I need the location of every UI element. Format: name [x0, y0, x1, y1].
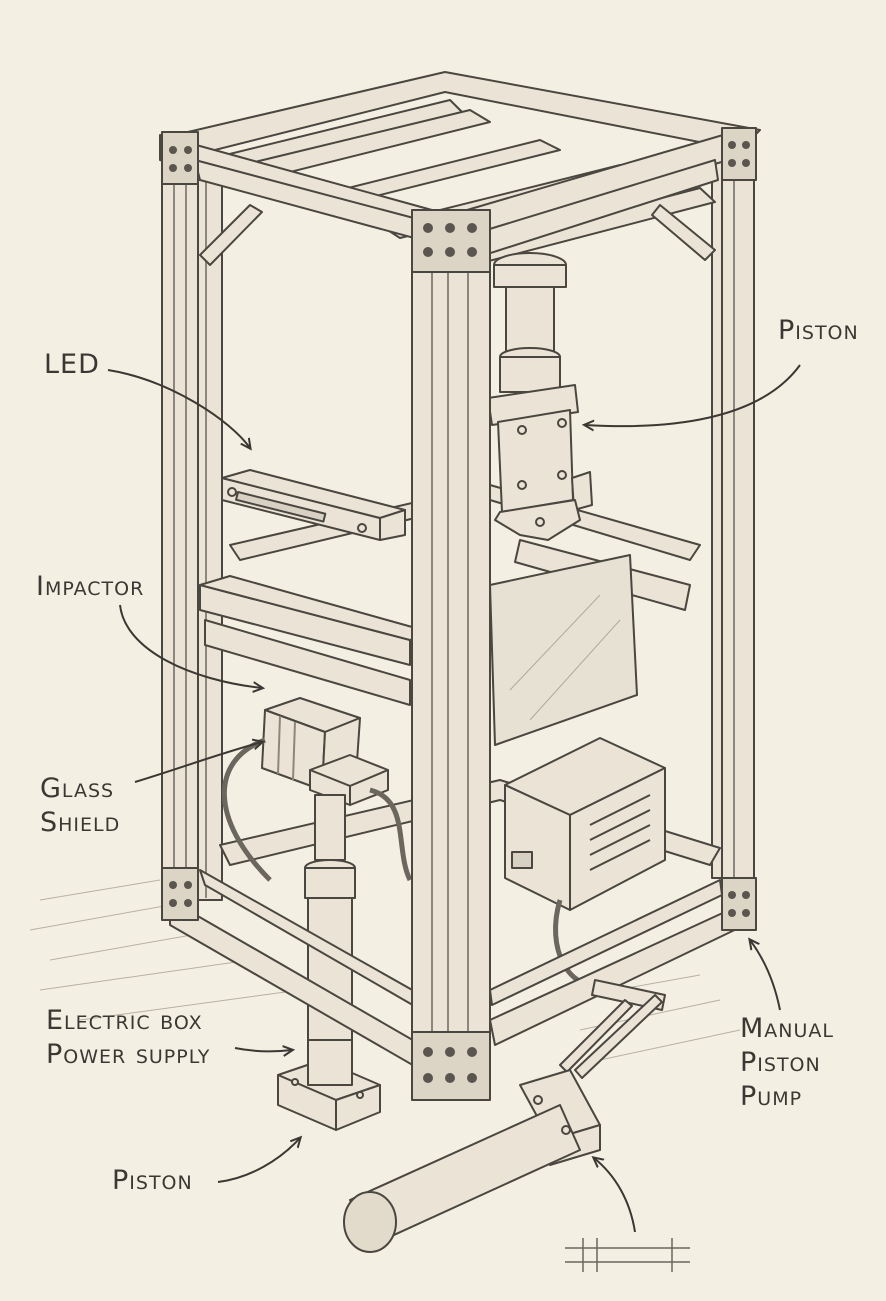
glass-shield [489, 554, 638, 746]
label-manual-piston-pump: Manual Piston Pump [740, 1013, 834, 1112]
bottom-front-rails [169, 869, 746, 1076]
label-glass-shield: Glass Shield [40, 773, 121, 838]
arrow-led [107, 369, 250, 448]
manual-pump [343, 979, 666, 1253]
leader-arrows [107, 364, 801, 1233]
front-left-post [161, 139, 199, 911]
front-center-post [411, 214, 491, 1046]
arrow-piston-top [585, 364, 801, 426]
label-piston-bottom: Piston [112, 1165, 193, 1196]
top-front-rails [159, 129, 746, 259]
arrow-glass-shield [134, 742, 262, 783]
arrow-impactor [119, 604, 262, 688]
top-piston [487, 252, 593, 541]
label-impactor: Impactor [36, 571, 145, 602]
label-piston-top: Piston [778, 315, 859, 346]
front-right-post [721, 134, 755, 906]
arrow-electric-box [234, 1048, 292, 1051]
scale-mark [565, 1238, 690, 1272]
corner-connectors [161, 127, 757, 1101]
arrow-manual-pump [750, 940, 781, 1011]
led-bar [221, 469, 406, 541]
lower-piston [277, 794, 381, 1131]
label-electric-box-power-supply: Electric box Power supply [46, 1005, 211, 1070]
impactor-beams [199, 575, 431, 706]
arrow-piston-bottom [217, 1138, 300, 1183]
label-led: LED [44, 349, 100, 380]
electric-box [504, 737, 666, 911]
corner-braces [199, 204, 716, 266]
arrow-pump-base [594, 1158, 636, 1233]
back-left-post [195, 179, 223, 901]
